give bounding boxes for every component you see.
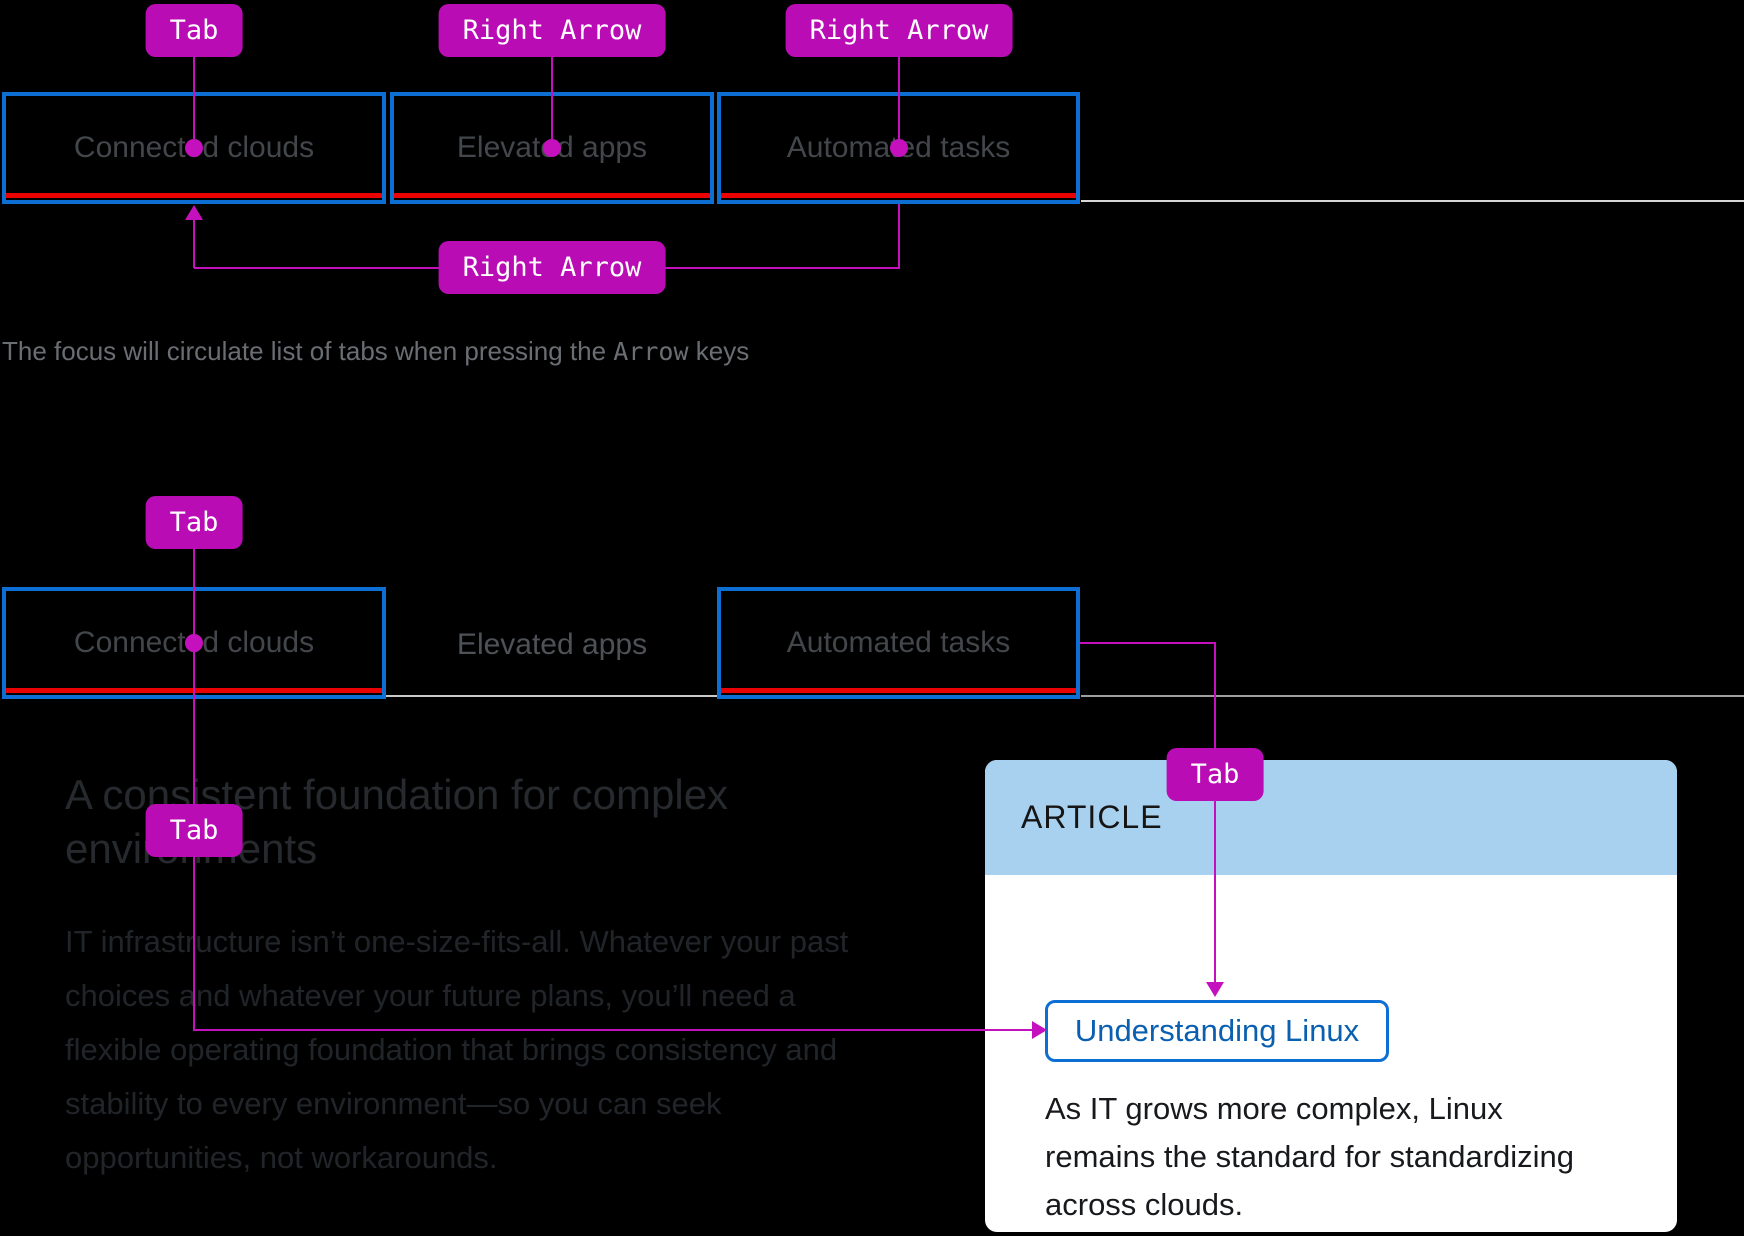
connector-line: [551, 57, 553, 148]
keycap-tab-4: Tab: [1166, 748, 1264, 801]
tab-label: Automated tasks: [786, 626, 1011, 659]
tabbar-divider: [1081, 695, 1744, 697]
arrowhead-right: [1032, 1021, 1047, 1039]
article-card: ARTICLE Understanding Linux As IT grows …: [985, 760, 1677, 1232]
tabbar-divider: [1081, 200, 1744, 202]
caption-code-arrow: Arrow: [613, 337, 689, 366]
keycap-right-arrow-1: Right Arrow: [438, 4, 666, 57]
focus-point-dot: [185, 139, 203, 157]
tab-to-card-line-down: [1214, 642, 1216, 982]
keycap-tab-1: Tab: [145, 4, 243, 57]
article-eyebrow: ARTICLE: [1021, 799, 1163, 835]
focus-point-dot: [185, 634, 203, 652]
tabbar-divider: [386, 695, 717, 697]
caption-text: The focus will circulate list of tabs wh…: [2, 336, 614, 366]
caption-text: keys: [688, 336, 750, 366]
article-link[interactable]: Understanding Linux: [1074, 1013, 1360, 1048]
article-card-header: ARTICLE: [985, 760, 1677, 875]
tab-automated-tasks-2[interactable]: Automated tasks: [717, 587, 1080, 699]
keycap-right-arrow-2: Right Arrow: [785, 4, 1013, 57]
article-body: As IT grows more complex, Linux remains …: [1045, 1091, 1575, 1222]
loop-line-up: [193, 220, 195, 268]
page-paragraph: IT infrastructure isn’t one-size-fits-al…: [65, 924, 849, 1175]
active-tab-underline: [721, 688, 1076, 693]
keycap-tab-3: Tab: [145, 804, 243, 857]
keycap-tab-2: Tab: [145, 496, 243, 549]
tab-elevated-apps-2[interactable]: Elevated apps: [456, 628, 648, 661]
page-heading: A consistent foundation for complex envi…: [65, 771, 729, 872]
active-tab-underline: [6, 193, 382, 198]
active-tab-underline: [394, 193, 710, 198]
tab-to-link-line-across: [193, 1029, 1032, 1031]
connector-line: [193, 57, 195, 148]
connector-line: [193, 549, 195, 643]
article-link-focus-ring: Understanding Linux: [1045, 1000, 1389, 1062]
tab-to-card-line-across: [1080, 642, 1216, 644]
loop-line-down: [898, 204, 900, 268]
focus-point-dot: [543, 139, 561, 157]
arrowhead-down: [1206, 982, 1224, 997]
active-tab-underline: [721, 193, 1076, 198]
focus-point-dot: [890, 139, 908, 157]
arrowhead-up: [185, 205, 203, 220]
diagram-caption: The focus will circulate list of tabs wh…: [2, 336, 749, 367]
connector-line: [898, 57, 900, 148]
keycap-right-arrow-loop: Right Arrow: [438, 241, 666, 294]
